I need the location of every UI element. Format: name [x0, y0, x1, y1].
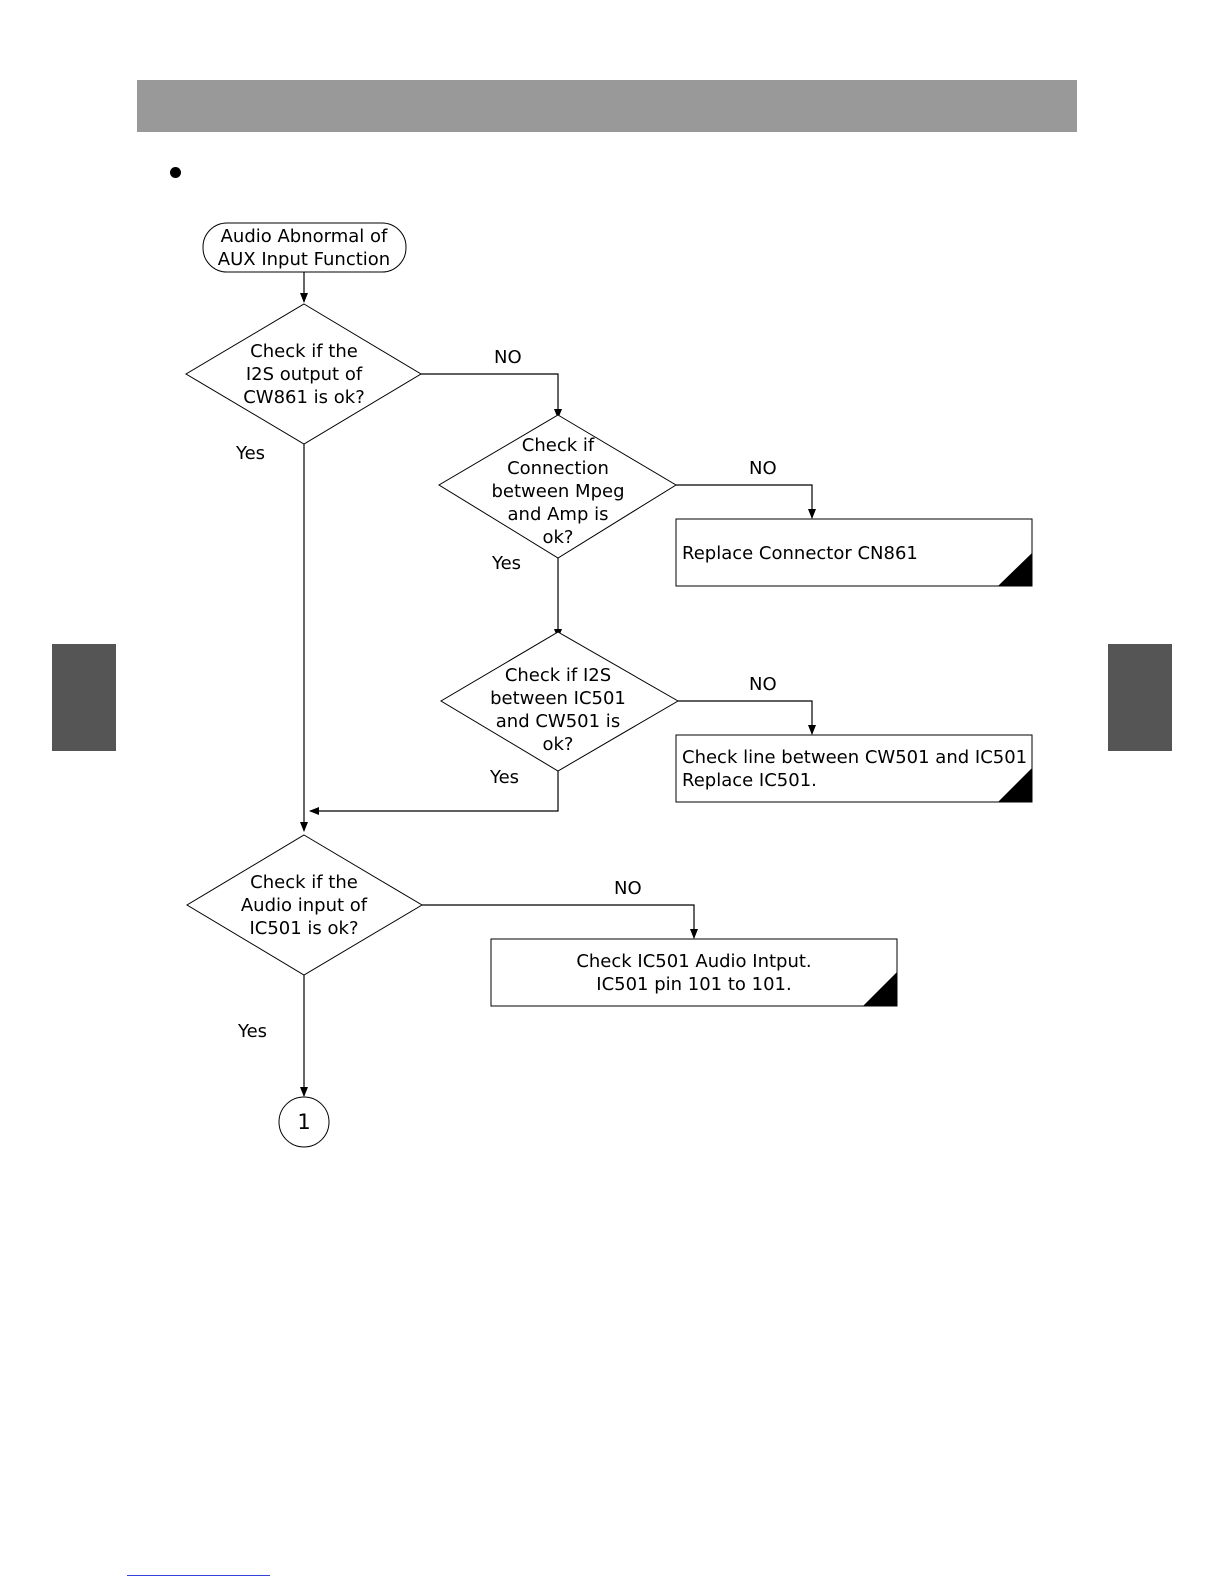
edge-d4-no — [422, 904, 698, 939]
label-d1-yes: Yes — [235, 443, 265, 464]
box3-line-2: IC501 pin 101 to 101. — [596, 974, 791, 995]
box2-line-2: Replace IC501. — [682, 770, 817, 791]
decision3-line-1: Check if I2S — [505, 665, 611, 686]
start-terminal: Audio Abnormal of AUX Input Function — [202, 222, 407, 273]
decision2-line-1: Check if — [522, 435, 595, 456]
box3-line-1: Check IC501 Audio Intput. — [576, 951, 811, 972]
decision2-line-3: between Mpeg — [491, 481, 624, 502]
label-d2-no: NO — [749, 458, 777, 479]
decision1-line-2: I2S output of — [246, 364, 363, 385]
box3-corner-icon — [863, 972, 897, 1006]
footer-link[interactable] — [127, 1575, 270, 1576]
decision-i2s-output-cw861: Check if the I2S output of CW861 is ok? — [185, 303, 422, 445]
label-d3-no: NO — [749, 674, 777, 695]
box2-corner-icon — [998, 768, 1032, 802]
box-check-line-cw501-ic501: Check line between CW501 and IC501 Repla… — [675, 734, 1033, 803]
edges — [300, 272, 816, 1097]
decision3-line-2: between IC501 — [490, 688, 626, 709]
connector-1: 1 — [278, 1096, 330, 1148]
decision-i2s-ic501-cw501: Check if I2S between IC501 and CW501 is … — [440, 631, 679, 772]
decision1-line-1: Check if the — [250, 341, 358, 362]
label-d4-no: NO — [614, 878, 642, 899]
box-check-ic501-audio-input: Check IC501 Audio Intput. IC501 pin 101 … — [490, 938, 898, 1007]
decision4-line-3: IC501 is ok? — [249, 918, 358, 939]
side-tab-left — [52, 644, 116, 751]
box-replace-connector: Replace Connector CN861 — [675, 518, 1033, 587]
start-line-2: AUX Input Function — [218, 249, 390, 270]
label-d4-yes: Yes — [237, 1021, 267, 1042]
decision3-line-3: and CW501 is — [496, 711, 620, 732]
label-d1-no: NO — [494, 347, 522, 368]
box2-line-1: Check line between CW501 and IC501 — [682, 747, 1027, 768]
decision-connection-mpeg-amp: Check if Connection between Mpeg and Amp… — [438, 414, 677, 559]
connector-label: 1 — [297, 1110, 310, 1134]
decision4-line-2: Audio input of — [241, 895, 368, 916]
decision-audio-input-ic501: Check if the Audio input of IC501 is ok? — [186, 834, 423, 976]
edge-d2-no — [676, 484, 816, 519]
box1-corner-icon — [998, 553, 1032, 586]
decision2-line-2: Connection — [507, 458, 609, 479]
edge-d1-no — [421, 373, 562, 419]
edge-labels: NO Yes NO Yes NO Yes NO Yes — [235, 347, 777, 1042]
header-bar — [137, 80, 1077, 132]
decision3-line-4: ok? — [543, 734, 574, 755]
side-tab-right — [1108, 644, 1172, 751]
edge-d3-no — [678, 700, 816, 735]
label-d3-yes: Yes — [489, 767, 519, 788]
start-line-1: Audio Abnormal of — [221, 226, 388, 247]
decision1-line-3: CW861 is ok? — [243, 387, 365, 408]
decision2-line-5: ok? — [543, 527, 574, 548]
decision2-line-4: and Amp is — [508, 504, 609, 525]
box1-line-1: Replace Connector CN861 — [682, 543, 918, 564]
bullet-icon — [170, 167, 181, 178]
edge-d3-yes — [309, 771, 559, 815]
decision4-line-1: Check if the — [250, 872, 358, 893]
label-d2-yes: Yes — [491, 553, 521, 574]
